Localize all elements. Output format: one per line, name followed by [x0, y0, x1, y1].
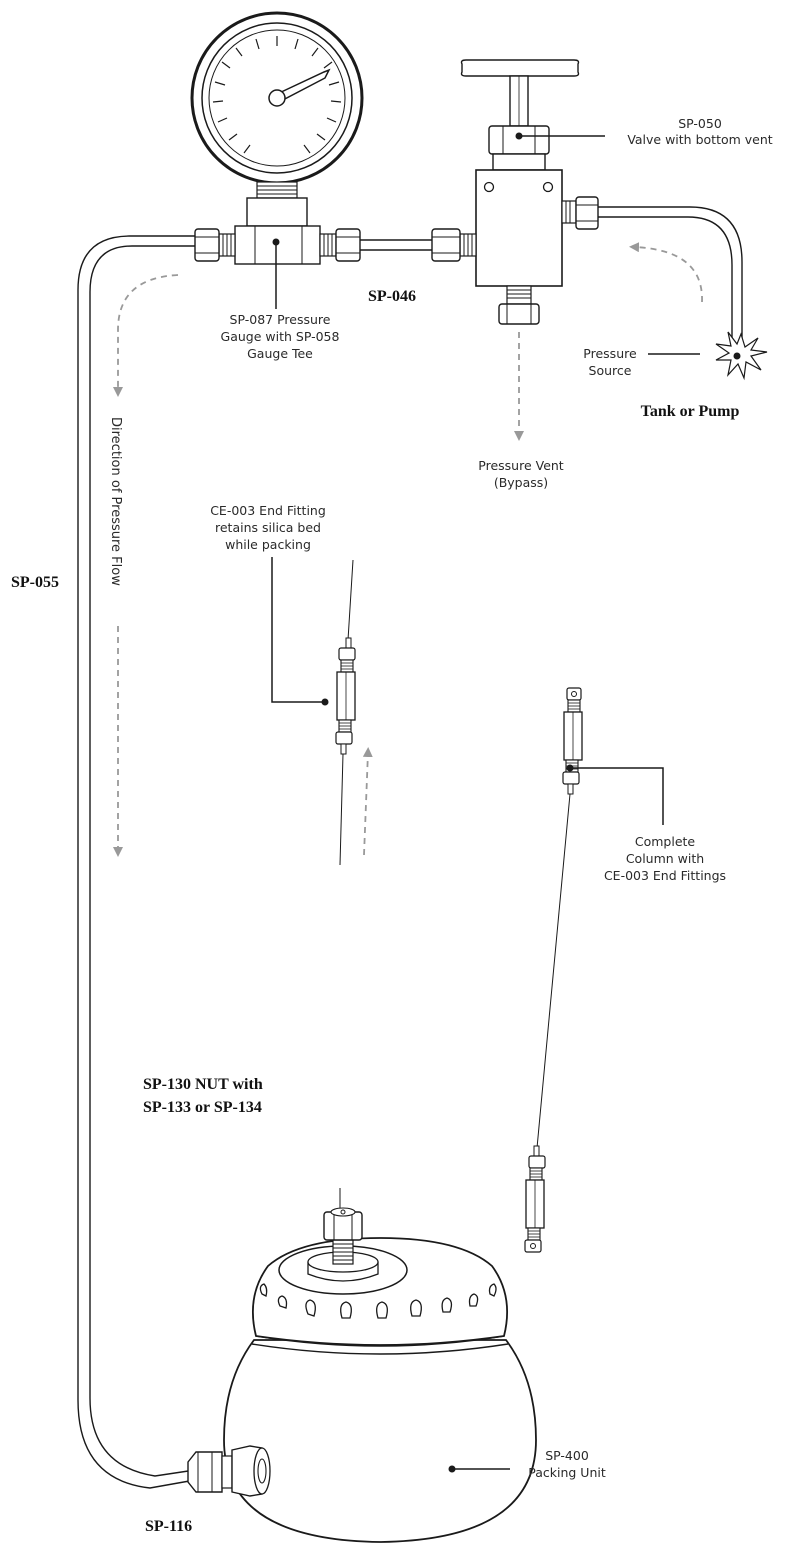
- sp116-label: SP-116: [145, 1518, 192, 1535]
- packing-unit-label-1: SP-400: [545, 1448, 589, 1463]
- vent-holes: [259, 1283, 497, 1319]
- flow-arrow-up: [362, 747, 373, 856]
- leader-lines: [271, 135, 700, 1470]
- complete-column-label-3: CE-003 End Fittings: [604, 868, 726, 883]
- source-tubing: [598, 206, 743, 350]
- nut-label-2: SP-133 or SP-134: [143, 1099, 262, 1116]
- flow-arrow-tube-top: [113, 274, 179, 397]
- gauge-label-3: Gauge Tee: [247, 346, 313, 361]
- packing-unit: [187, 1188, 537, 1543]
- sp046-label: SP-046: [368, 288, 416, 305]
- end-fitting-label-2: retains silica bed: [215, 520, 321, 535]
- pressure-gauge: [190, 11, 364, 265]
- nut-label-1: SP-130 NUT with: [143, 1076, 263, 1093]
- direction-of-flow-label: Direction of Pressure Flow: [108, 417, 123, 586]
- column-with-end-fitting: [335, 559, 356, 866]
- leader-dots: [272, 132, 574, 1473]
- packing-unit-label-2: Packing Unit: [528, 1465, 606, 1480]
- pressure-vent-label-1: Pressure Vent: [478, 458, 564, 473]
- end-fitting-label-1: CE-003 End Fitting: [210, 503, 326, 518]
- gauge-label-2: Gauge with SP-058: [221, 329, 340, 344]
- complete-column-label-1: Complete: [635, 834, 696, 849]
- sp055-label: SP-055: [11, 574, 59, 591]
- flow-arrow-source: [629, 242, 703, 303]
- gauge-label-1: SP-087 Pressure: [230, 312, 331, 327]
- complete-column: [524, 687, 583, 1253]
- gauge-ticks: [212, 36, 342, 154]
- flow-arrows: [113, 242, 703, 857]
- pressure-source-label-2: Source: [589, 363, 632, 378]
- end-fitting-label-3: while packing: [225, 537, 311, 552]
- valve: [431, 59, 599, 325]
- sp046-tubing: [360, 239, 432, 251]
- complete-column-label-2: Column with: [626, 851, 704, 866]
- valve-label-desc: Valve with bottom vent: [627, 132, 772, 147]
- sp055-tubing: [77, 235, 196, 1489]
- tank-or-pump-label: Tank or Pump: [641, 403, 740, 420]
- valve-label-code: SP-050: [678, 116, 722, 131]
- pressure-source-label-1: Pressure: [583, 346, 637, 361]
- pressure-source-burst: [715, 331, 768, 381]
- pressure-vent-label-2: (Bypass): [494, 475, 548, 490]
